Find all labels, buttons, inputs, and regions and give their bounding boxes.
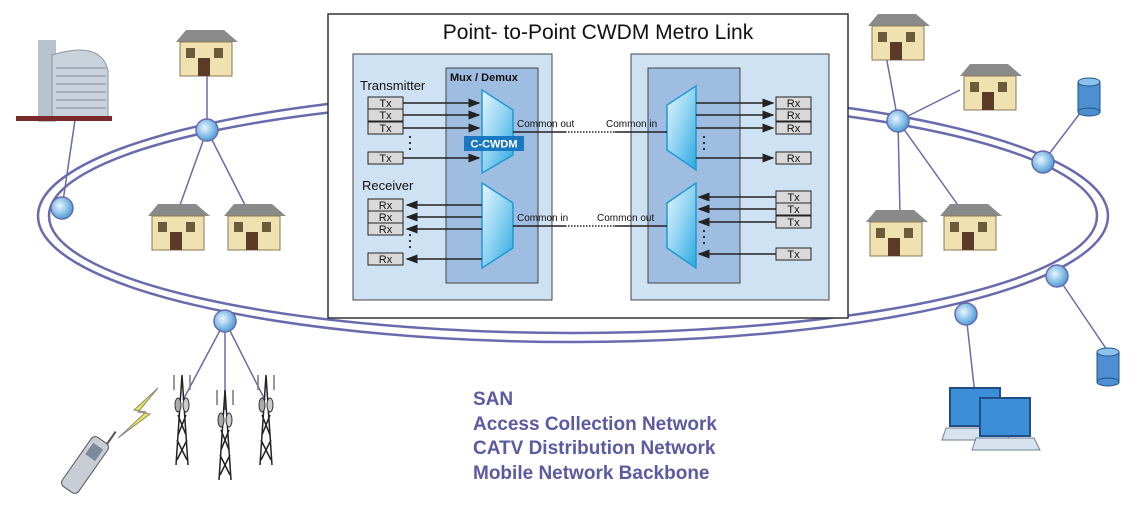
left-tx-port: Tx — [367, 121, 404, 135]
left-rx-port: Rx — [367, 252, 404, 266]
network-node-icon — [886, 109, 910, 133]
ellipsis-dots — [702, 135, 706, 151]
right-tx-port: Tx — [775, 215, 812, 229]
application-catv: CATV Distribution Network — [473, 438, 716, 459]
svg-text:Rx: Rx — [379, 212, 393, 224]
receiver-label: Receiver — [362, 178, 414, 193]
svg-text:Rx: Rx — [379, 200, 393, 212]
network-node-icon — [1045, 264, 1069, 288]
database-icon — [1077, 77, 1101, 117]
mux-demux-label: Mux / Demux — [450, 72, 519, 84]
database-icon — [1096, 347, 1120, 387]
network-node-icon — [1031, 150, 1055, 174]
left-rx-port: Rx — [367, 222, 404, 236]
ellipsis-dots — [408, 233, 412, 249]
svg-text:Rx: Rx — [787, 98, 801, 110]
svg-text:Tx: Tx — [379, 153, 392, 165]
svg-text:Rx: Rx — [787, 153, 801, 165]
right-tx-port: Tx — [775, 202, 812, 216]
right-rx-port: Rx — [775, 121, 812, 135]
left-rx-port: Rx — [367, 198, 404, 212]
svg-text:Tx: Tx — [379, 98, 392, 110]
house-icon — [868, 14, 930, 61]
application-san: SAN — [473, 389, 513, 410]
lightning-icon — [117, 387, 159, 439]
network-node-icon — [195, 118, 219, 142]
svg-text:Rx: Rx — [379, 224, 393, 236]
house-icon — [940, 204, 1002, 251]
right-common-in-label: Common in — [606, 119, 657, 130]
transmitter-label: Transmitter — [360, 78, 426, 93]
left-rx-port: Rx — [367, 210, 404, 224]
left-common-in-label: Common in — [517, 213, 568, 224]
svg-text:Tx: Tx — [787, 249, 800, 261]
svg-text:Rx: Rx — [787, 110, 801, 122]
branch-lines — [61, 49, 1108, 410]
application-mobile-backbone: Mobile Network Backbone — [473, 463, 710, 484]
house-icon — [176, 30, 238, 77]
house-icon — [224, 204, 286, 251]
svg-text:Tx: Tx — [787, 204, 800, 216]
right-tx-port: Tx — [775, 247, 812, 261]
right-rx-port: Rx — [775, 96, 812, 110]
left-common-out-label: Common out — [517, 119, 574, 130]
left-tx-port: Tx — [367, 108, 404, 122]
application-access-collection: Access Collection Network — [473, 414, 717, 435]
svg-text:Tx: Tx — [379, 110, 392, 122]
ellipsis-dots — [408, 135, 412, 151]
right-demux-icon — [666, 84, 697, 172]
cell-tower-icon — [257, 374, 275, 466]
diagram-title: Point- to-Point CWDM Metro Link — [443, 21, 754, 44]
svg-text:Rx: Rx — [787, 123, 801, 135]
house-icon — [960, 64, 1022, 111]
c-cwdm-label: C-CWDM — [470, 139, 517, 151]
left-tx-port: Tx — [367, 151, 404, 165]
svg-text:Tx: Tx — [787, 192, 800, 204]
c-cwdm-badge — [464, 136, 524, 151]
right-common-out-label: Common out — [597, 213, 654, 224]
cell-tower-icon — [173, 374, 191, 466]
svg-text:Tx: Tx — [787, 217, 800, 229]
network-node-icon — [50, 196, 74, 220]
office-building-icon — [16, 40, 112, 122]
laptop-icon — [971, 397, 1041, 451]
network-node-icon — [213, 309, 237, 333]
left-demux-icon — [481, 181, 514, 270]
svg-text:Tx: Tx — [379, 123, 392, 135]
svg-text:Rx: Rx — [379, 254, 393, 266]
house-icon — [866, 210, 928, 257]
mobile-phone-icon — [61, 431, 117, 494]
house-icon — [148, 204, 210, 251]
cell-tower-icon — [216, 389, 234, 481]
right-tx-port: Tx — [775, 190, 812, 204]
left-tx-port: Tx — [367, 96, 404, 110]
right-rx-port: Rx — [775, 151, 812, 165]
right-mux-icon — [666, 181, 697, 270]
ellipsis-dots — [702, 229, 706, 245]
right-rx-port: Rx — [775, 108, 812, 122]
network-node-icon — [954, 302, 978, 326]
